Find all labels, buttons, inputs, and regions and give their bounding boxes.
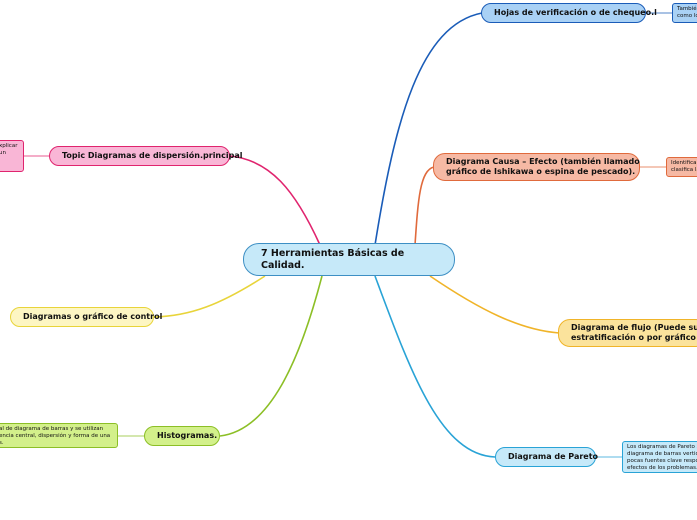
topic-diagrama-flujo-label: Diagrama de flujo (Puede sustit estratif… — [571, 323, 697, 342]
topic-causa-efecto-label: Diagrama Causa – Efecto (también llamado… — [446, 157, 640, 176]
link-flujo — [429, 275, 560, 334]
link-control — [153, 275, 266, 318]
topic-diagramas-dispersion-label: Topic Diagramas de dispersión.principal — [62, 151, 243, 160]
topic-grafico-control-label: Diagramas o gráfico de control — [23, 312, 163, 321]
link-pareto — [374, 275, 496, 458]
topic-histogramas[interactable]: Histogramas. — [144, 426, 220, 446]
topic-diagrama-flujo[interactable]: Diagrama de flujo (Puede sustit estratif… — [558, 319, 697, 347]
topic-diagrama-pareto[interactable]: Diagrama de Pareto — [495, 447, 599, 467]
note-histogramas[interactable]: al de diagrama de barras y se utilizan e… — [0, 423, 118, 448]
central-topic-label: 7 Herramientas Básicas de Calidad. — [261, 247, 405, 271]
topic-hojas-verificacion[interactable]: Hojas de verificación o de chequeo.l — [481, 3, 657, 23]
topic-histogramas-label: Histogramas. — [157, 431, 218, 440]
link-histogramas — [219, 275, 323, 437]
note-hojas-verificacion[interactable]: También llamadas como lo — [672, 3, 697, 23]
topic-causa-efecto[interactable]: Diagrama Causa – Efecto (también llamado… — [433, 153, 640, 181]
topic-grafico-control[interactable]: Diagramas o gráfico de control — [10, 307, 162, 327]
note-diagramas-dispersion[interactable]: xplicar un — [0, 140, 24, 172]
link-causa — [414, 166, 435, 246]
topic-diagramas-dispersion[interactable]: Topic Diagramas de dispersión.principal — [49, 146, 242, 166]
note-causa-efecto[interactable]: Identifica la clasifica la — [666, 157, 697, 177]
central-topic[interactable]: 7 Herramientas Básicas de Calidad. — [243, 243, 455, 276]
link-hojas — [374, 12, 483, 246]
note-diagrama-pareto[interactable]: Los diagramas de Pareto s diagrama de ba… — [622, 441, 697, 473]
link-dispersion — [229, 155, 321, 246]
topic-diagrama-pareto-label: Diagrama de Pareto — [508, 452, 599, 461]
topic-hojas-verificacion-label: Hojas de verificación o de chequeo.l — [494, 8, 657, 17]
